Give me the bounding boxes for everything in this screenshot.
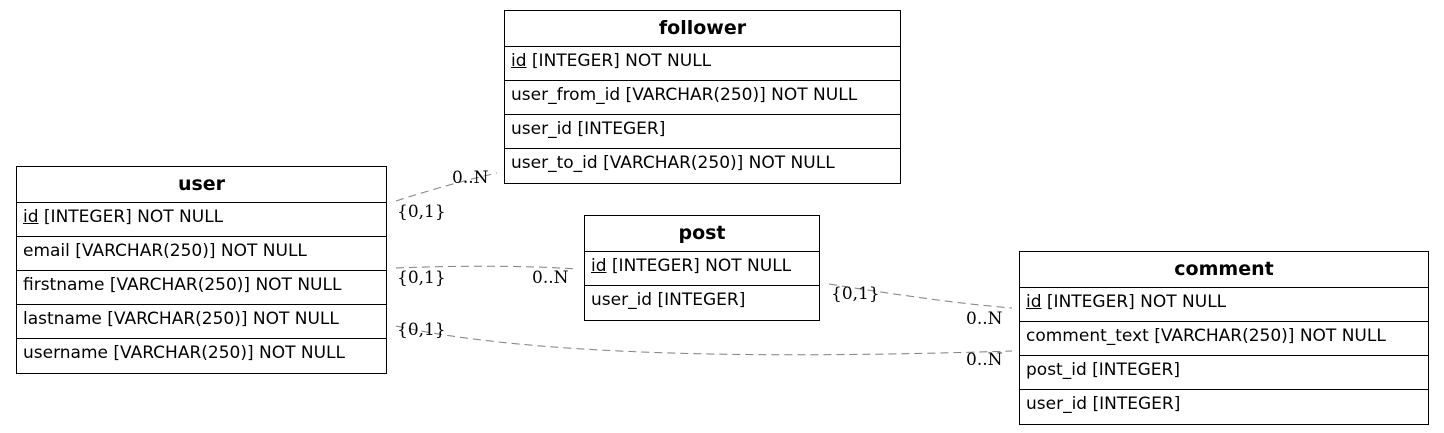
column-def: lastname [VARCHAR(250)] NOT NULL bbox=[23, 309, 339, 329]
card-user-follower-to: 0..N bbox=[452, 168, 489, 188]
column-row: username [VARCHAR(250)] NOT NULL bbox=[17, 339, 386, 373]
column-def: user_from_id [VARCHAR(250)] NOT NULL bbox=[511, 85, 858, 105]
entity-title: comment bbox=[1020, 252, 1428, 288]
column-row: id [INTEGER] NOT NULL bbox=[1020, 288, 1428, 322]
column-def: [INTEGER] NOT NULL bbox=[1041, 292, 1227, 312]
column-def: user_id [INTEGER] bbox=[591, 290, 746, 310]
entity-comment[interactable]: comment id [INTEGER] NOT NULL comment_te… bbox=[1019, 251, 1429, 425]
entity-user[interactable]: user id [INTEGER] NOT NULL email [VARCHA… bbox=[16, 166, 387, 374]
column-row: firstname [VARCHAR(250)] NOT NULL bbox=[17, 271, 386, 305]
card-user-follower-from: {0,1} bbox=[397, 202, 446, 222]
primary-key: id bbox=[511, 51, 527, 71]
column-row: user_from_id [VARCHAR(250)] NOT NULL bbox=[505, 81, 900, 115]
entity-post[interactable]: post id [INTEGER] NOT NULL user_id [INTE… bbox=[584, 215, 820, 321]
card-user-comment-to: 0..N bbox=[966, 350, 1003, 370]
column-def: username [VARCHAR(250)] NOT NULL bbox=[23, 343, 345, 363]
column-def: post_id [INTEGER] bbox=[1026, 360, 1180, 380]
column-def: user_id [INTEGER] bbox=[511, 119, 666, 139]
column-def: email [VARCHAR(250)] NOT NULL bbox=[23, 241, 307, 261]
column-def: firstname [VARCHAR(250)] NOT NULL bbox=[23, 275, 342, 295]
column-row: user_id [INTEGER] bbox=[585, 286, 819, 320]
entity-title: follower bbox=[505, 11, 900, 47]
column-def: user_id [INTEGER] bbox=[1026, 394, 1181, 414]
column-row: email [VARCHAR(250)] NOT NULL bbox=[17, 237, 386, 271]
column-row: user_to_id [VARCHAR(250)] NOT NULL bbox=[505, 149, 900, 183]
card-post-comment-to: 0..N bbox=[966, 309, 1003, 329]
column-row: lastname [VARCHAR(250)] NOT NULL bbox=[17, 305, 386, 339]
column-row: user_id [INTEGER] bbox=[505, 115, 900, 149]
primary-key: id bbox=[1026, 292, 1042, 312]
column-row: id [INTEGER] NOT NULL bbox=[17, 203, 386, 237]
card-user-comment-from: {0,1} bbox=[397, 320, 446, 340]
primary-key: id bbox=[23, 207, 39, 227]
column-row: post_id [INTEGER] bbox=[1020, 356, 1428, 390]
edge-user-follower bbox=[395, 172, 498, 202]
column-def: [INTEGER] NOT NULL bbox=[606, 256, 792, 276]
column-row: id [INTEGER] NOT NULL bbox=[505, 47, 900, 81]
column-def: user_to_id [VARCHAR(250)] NOT NULL bbox=[511, 153, 835, 173]
column-def: [INTEGER] NOT NULL bbox=[38, 207, 224, 227]
edge-user-comment bbox=[395, 325, 1013, 356]
card-user-post-to: 0..N bbox=[532, 268, 569, 288]
column-row: id [INTEGER] NOT NULL bbox=[585, 252, 819, 286]
card-post-comment-from: {0,1} bbox=[831, 284, 880, 304]
column-row: user_id [INTEGER] bbox=[1020, 390, 1428, 424]
entity-follower[interactable]: follower id [INTEGER] NOT NULL user_from… bbox=[504, 10, 901, 184]
column-def: comment_text [VARCHAR(250)] NOT NULL bbox=[1026, 326, 1386, 346]
column-def: [INTEGER] NOT NULL bbox=[526, 51, 712, 71]
edge-post-comment bbox=[828, 283, 1013, 309]
column-row: comment_text [VARCHAR(250)] NOT NULL bbox=[1020, 322, 1428, 356]
entity-title: post bbox=[585, 216, 819, 252]
primary-key: id bbox=[591, 256, 607, 276]
card-user-post-from: {0,1} bbox=[397, 268, 446, 288]
entity-title: user bbox=[17, 167, 386, 203]
edge-user-post bbox=[395, 265, 578, 270]
